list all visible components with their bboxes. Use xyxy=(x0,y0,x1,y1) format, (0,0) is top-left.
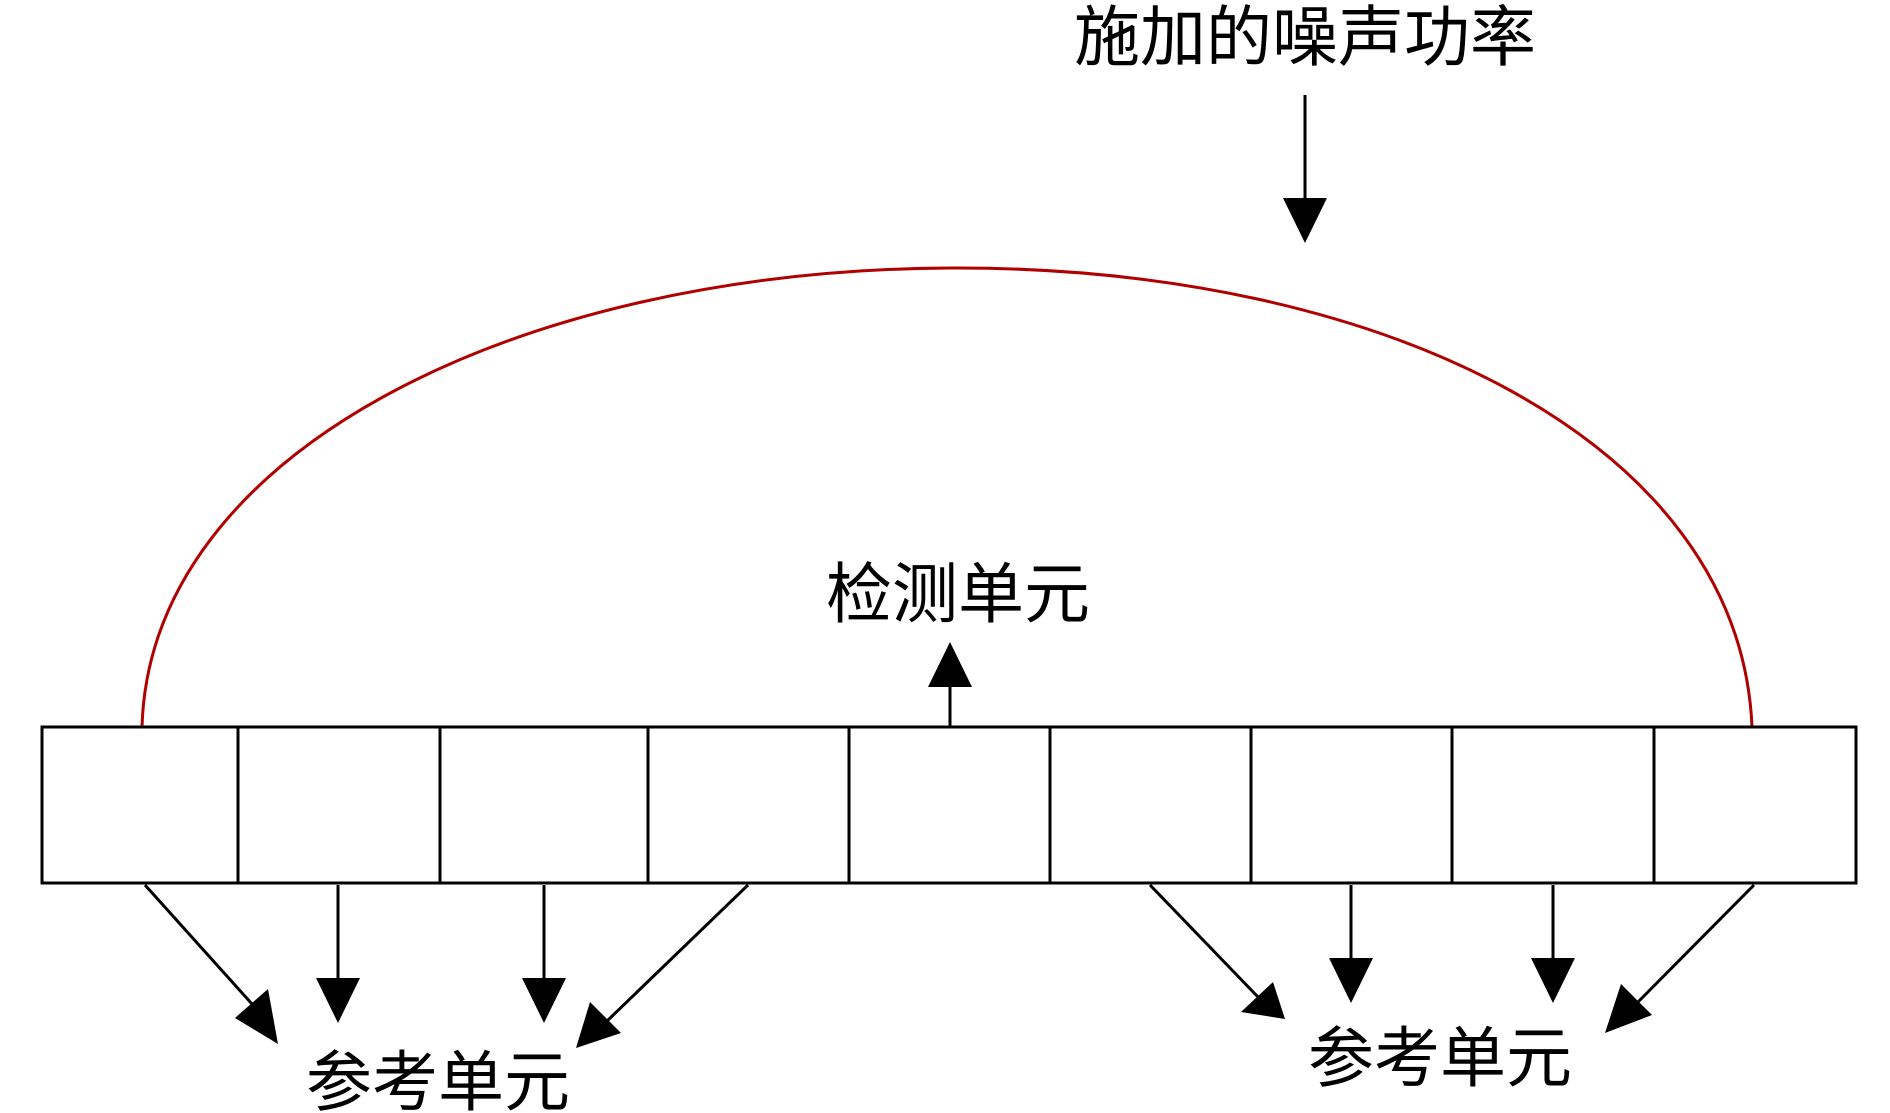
right-reference-arrows xyxy=(1148,883,1756,1033)
arrow-down-icon xyxy=(1283,198,1327,243)
test-cell xyxy=(847,725,1052,885)
noise-arrow xyxy=(1283,95,1327,243)
reference-cell-label-left: 参考单元 xyxy=(306,1044,570,1113)
arrow-down-icon xyxy=(522,978,566,1023)
arrow-down-icon xyxy=(316,978,360,1023)
left-reference-arrows xyxy=(143,883,750,1048)
ref-arrow-line xyxy=(1635,883,1756,1005)
reference-cell xyxy=(438,725,650,885)
test-cell-arrow xyxy=(928,642,972,727)
noise-power-label: 施加的噪声功率 xyxy=(1074,0,1536,76)
noise-window-arc xyxy=(140,266,1754,728)
test-cell-label: 检测单元 xyxy=(826,556,1090,633)
reference-cell xyxy=(646,725,851,885)
ref-arrow-line xyxy=(1148,883,1260,999)
arrow-down-icon xyxy=(1531,958,1575,1003)
cell-row xyxy=(40,725,1858,885)
reference-cell xyxy=(236,725,442,885)
arrow-up-icon xyxy=(928,642,972,687)
reference-cell xyxy=(1048,725,1253,885)
reference-cell xyxy=(1249,725,1454,885)
ref-arrow-line xyxy=(604,883,750,1024)
reference-cell xyxy=(1652,725,1858,885)
ref-arrow-line xyxy=(143,883,254,1006)
reference-cell xyxy=(40,725,240,885)
arrow-down-icon xyxy=(576,1002,621,1048)
reference-cell-label-right: 参考单元 xyxy=(1308,1020,1572,1097)
arrow-down-icon xyxy=(1605,984,1652,1033)
reference-cell xyxy=(1450,725,1656,885)
arrow-down-icon xyxy=(1241,982,1285,1019)
arrow-down-icon xyxy=(235,989,278,1044)
arrow-down-icon xyxy=(1329,958,1373,1003)
